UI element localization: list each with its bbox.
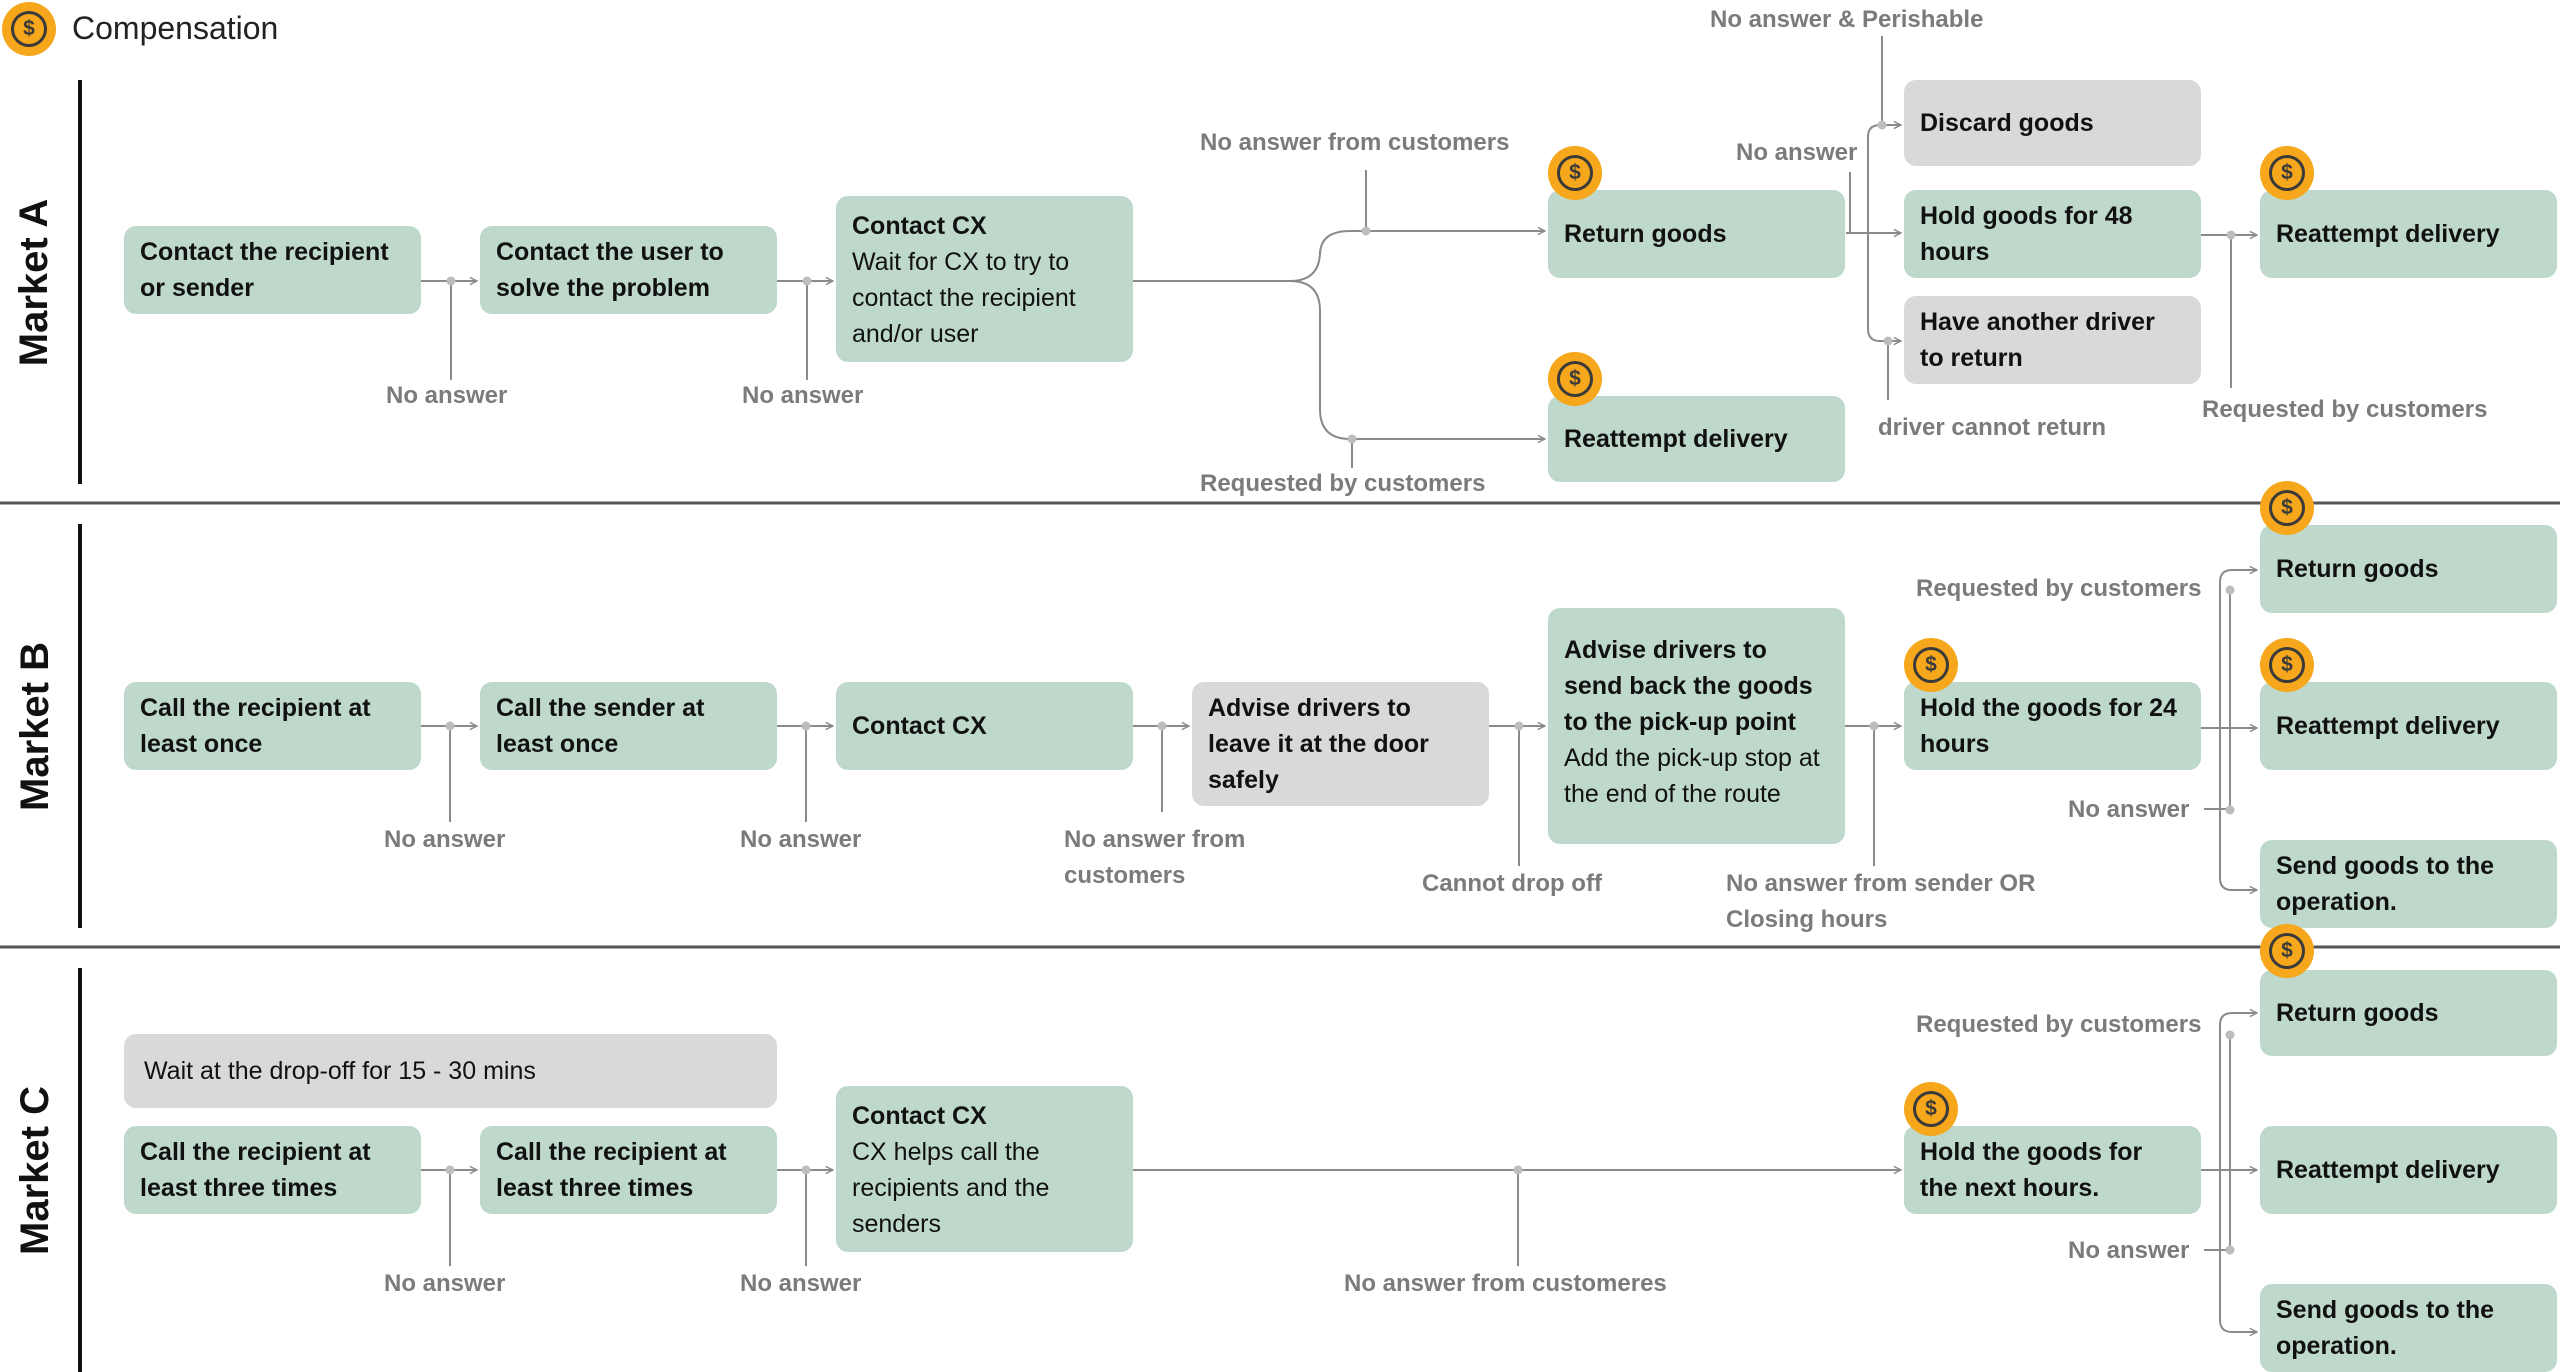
legend-label: Compensation xyxy=(72,10,279,46)
branch-label: Requested by customers xyxy=(1916,1011,2202,1038)
flow-step: Contact CX xyxy=(836,682,1133,770)
flow-step: Hold the goods for the next hours. xyxy=(1904,1126,2201,1214)
flow-step: Send goods to the operation. xyxy=(2260,1284,2557,1372)
branch-label: No answer xyxy=(740,1270,862,1297)
compensation-coin-icon: $ xyxy=(1904,1082,1958,1136)
flow-step: Call the recipient at least three times xyxy=(480,1126,777,1214)
branch-label: No answer xyxy=(2068,1237,2190,1264)
branch-label: Requested by customers xyxy=(1200,470,1486,497)
branch-label: No answer xyxy=(742,382,864,409)
compensation-coin-icon: $ xyxy=(1548,352,1602,406)
flow-step: Call the sender at least once xyxy=(480,682,777,770)
branch-label: Requested by customers xyxy=(1916,575,2202,602)
flow-step: Have another driver to return xyxy=(1904,296,2201,384)
flow-step: Hold goods for 48 hours xyxy=(1904,190,2201,278)
flow-step: Send goods to the operation. xyxy=(2260,840,2557,928)
flow-step: Wait at the drop-off for 15 - 30 mins xyxy=(124,1034,777,1108)
flow-step: Advise drivers to send back the goods to… xyxy=(1548,608,1845,844)
flow-step: Discard goods xyxy=(1904,80,2201,166)
flow-step: Return goods xyxy=(1548,190,1845,278)
flow-step: Reattempt delivery xyxy=(1548,396,1845,482)
branch-label: No answer from sender OR Closing hours xyxy=(1726,870,2036,933)
market-a-title: Market A xyxy=(12,198,57,366)
market-c-title: Market C xyxy=(12,1085,57,1255)
flow-step: Reattempt delivery xyxy=(2260,682,2557,770)
branch-label: Requested by customers xyxy=(2202,396,2488,423)
compensation-coin-icon: $ xyxy=(2,2,56,56)
flow-step: Call the recipient at least once xyxy=(124,682,421,770)
flow-step: Hold the goods for 24 hours xyxy=(1904,682,2201,770)
branch-label: driver cannot return xyxy=(1878,414,2107,441)
flow-step: Call the recipient at least three times xyxy=(124,1126,421,1214)
branch-label: No answer & Perishable xyxy=(1710,6,1984,33)
compensation-coin-icon: $ xyxy=(2260,924,2314,978)
flow-step: Contact the user to solve the problem xyxy=(480,226,777,314)
branch-label: Cannot drop off xyxy=(1422,870,1602,897)
market-b-title: Market B xyxy=(12,641,57,811)
branch-label: No answer xyxy=(740,826,862,853)
branch-label: No answer xyxy=(384,1270,506,1297)
branch-label: No answer from customeres xyxy=(1344,1270,1667,1297)
branch-label: No answer from customers xyxy=(1064,826,1246,889)
compensation-coin-icon: $ xyxy=(2260,481,2314,535)
compensation-coin-icon: $ xyxy=(1548,146,1602,200)
flow-step: Contact the recipient or sender xyxy=(124,226,421,314)
flow-step: Return goods xyxy=(2260,525,2557,613)
compensation-coin-icon: $ xyxy=(1904,638,1958,692)
branch-label: No answer xyxy=(2068,796,2190,823)
flow-step: Advise drivers to leave it at the door s… xyxy=(1192,682,1489,806)
compensation-coin-icon: $ xyxy=(2260,638,2314,692)
branch-label: No answer xyxy=(1736,139,1858,166)
flow-step: Reattempt delivery xyxy=(2260,1126,2557,1214)
branch-label: No answer xyxy=(386,382,508,409)
flow-step: Reattempt delivery xyxy=(2260,190,2557,278)
compensation-coin-icon: $ xyxy=(2260,146,2314,200)
branch-label: No answer xyxy=(384,826,506,853)
flow-step: Return goods xyxy=(2260,970,2557,1056)
branch-label: No answer from customers xyxy=(1200,129,1510,156)
